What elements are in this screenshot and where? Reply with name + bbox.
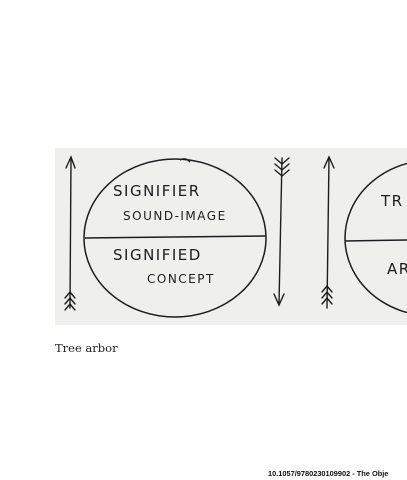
doi-footer: 10.1057/9780230109902 - The Obje — [268, 469, 389, 478]
right-arrow — [321, 155, 335, 309]
tree-label-partial: TR — [380, 192, 404, 210]
signified-label: SIGNIFIED — [113, 246, 202, 264]
saussure-sign-diagram: SIGNIFIER SOUND-IMAGE SIGNIFIED CONCEPT … — [55, 148, 407, 325]
signifier-label: SIGNIFIER — [113, 182, 201, 200]
sound-image-label: SOUND-IMAGE — [123, 209, 227, 223]
figure-caption: Tree arbor — [55, 341, 118, 355]
concept-label: CONCEPT — [147, 272, 215, 286]
diagram-drawing: SIGNIFIER SOUND-IMAGE SIGNIFIED CONCEPT … — [64, 155, 407, 318]
left-arrow — [64, 155, 76, 311]
arbor-label-partial: AR — [387, 260, 407, 278]
middle-arrow — [273, 157, 290, 307]
bar-line — [84, 235, 267, 239]
sign-circle — [83, 158, 267, 318]
tree-circle-partial — [344, 162, 407, 314]
